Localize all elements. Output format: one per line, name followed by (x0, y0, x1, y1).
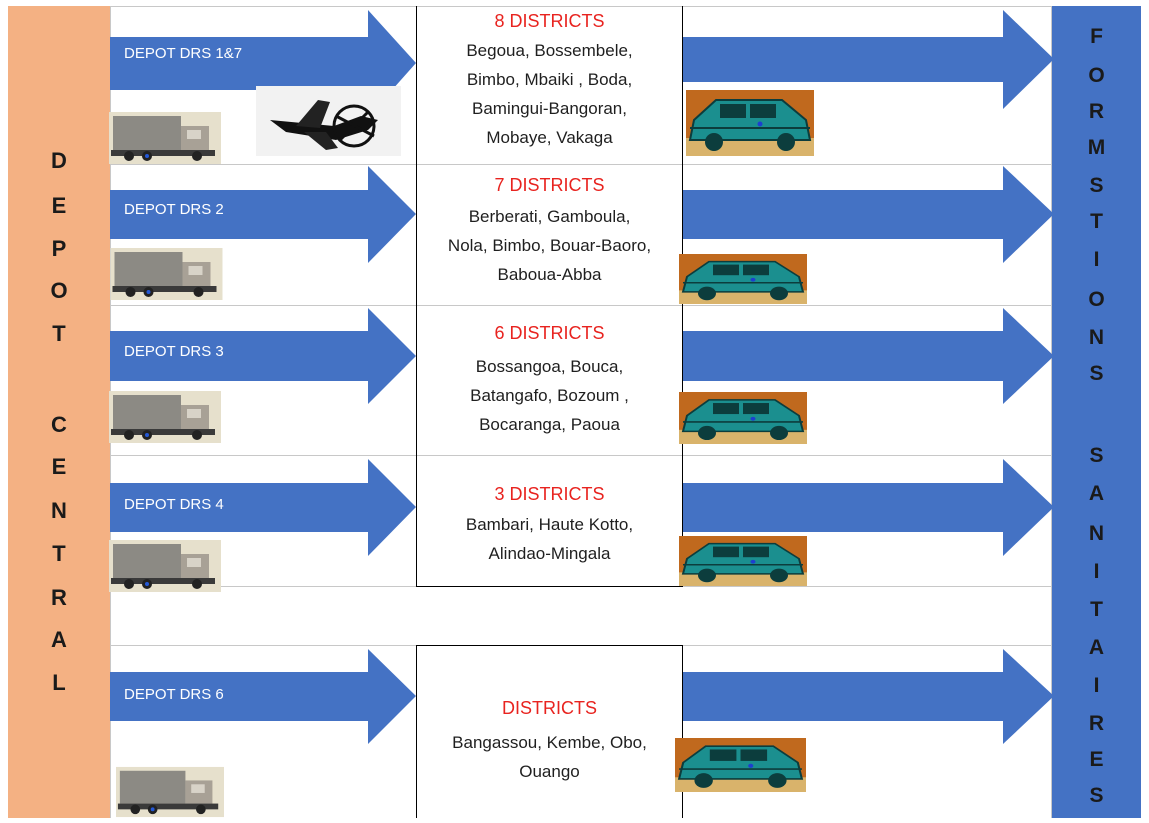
truck-icon (116, 766, 224, 823)
right-letter: O (1088, 288, 1105, 311)
district-arrow (683, 166, 1054, 263)
district-count-title: 8 DISTRICTS (494, 11, 605, 31)
right-letter: O (1088, 64, 1105, 87)
district-arrow (683, 10, 1054, 109)
left-letter: D (51, 148, 67, 173)
right-letter: N (1088, 326, 1105, 349)
depot-label-drs-2: DEPOT DRS 2 (124, 201, 224, 218)
district-line: Baboua-Abba (497, 265, 602, 284)
left-letter: O (50, 278, 68, 303)
district-line: Bossangoa, Bouca, (475, 357, 624, 376)
district-line: Begoua, Bossembele, (466, 41, 633, 60)
district-line: Berberati, Gamboula, (468, 207, 631, 226)
left-letter: C (51, 412, 67, 437)
left-letter: T (52, 321, 66, 346)
district-count-title: 6 DISTRICTS (494, 323, 605, 343)
right-letter: I (1093, 560, 1100, 583)
car-icon (679, 254, 807, 309)
truck-icon (109, 248, 224, 305)
right-letter: T (1090, 210, 1103, 233)
left-letter: A (51, 627, 67, 652)
district-line: Mobaye, Vakaga (486, 128, 613, 147)
depot-arrow (110, 10, 416, 117)
district-list: Bangassou, Kembe, Obo, Ouango (416, 728, 683, 786)
depot-central-banner: D E P O T C E N T R A L (8, 6, 110, 818)
left-letter: T (52, 541, 66, 566)
district-line: Bambari, Haute Kotto, (465, 515, 634, 534)
right-letter: A (1088, 636, 1105, 659)
district-count-title: 7 DISTRICTS (494, 175, 605, 195)
left-letter: L (52, 670, 66, 695)
district-box-drs6 (416, 645, 683, 818)
right-letter: T (1090, 598, 1103, 621)
grid-line (110, 164, 1052, 165)
left-letter: E (51, 454, 67, 479)
truck-icon (109, 391, 221, 448)
district-line: Bamingui-Bangoran, (472, 99, 627, 118)
left-letter: R (51, 585, 67, 610)
district-list: Bossangoa, Bouca, Batangafo, Bozoum , Bo… (416, 352, 683, 439)
formations-sanitaires-banner: F O R M S T I O N S S A N I T A I R E S (1052, 6, 1141, 818)
right-letter: R (1088, 712, 1105, 735)
right-letter: S (1089, 174, 1104, 197)
right-letter: S (1089, 444, 1104, 467)
depot-label-drs-4: DEPOT DRS 4 (124, 496, 224, 513)
right-letter: R (1088, 100, 1105, 123)
depot-arrow (110, 166, 416, 263)
depot-label-drs-1-7: DEPOT DRS 1&7 (124, 45, 243, 62)
depot-label-drs-6: DEPOT DRS 6 (124, 686, 224, 703)
right-letter: S (1089, 784, 1104, 807)
district-arrow (683, 308, 1054, 404)
district-line: Bangassou, Kembe, Obo, (452, 733, 647, 752)
district-box-border (416, 586, 683, 587)
right-letter: A (1088, 482, 1105, 505)
right-letter: I (1093, 674, 1100, 697)
district-count-title: DISTRICTS (501, 698, 597, 718)
car-icon (679, 536, 807, 591)
district-list: Bambari, Haute Kotto, Alindao-Mingala (416, 510, 683, 568)
district-line: Bocaranga, Paoua (479, 415, 620, 434)
truck-icon (109, 540, 221, 597)
district-box-border (416, 645, 683, 646)
depot-arrow (110, 649, 416, 744)
left-letter: E (51, 193, 67, 218)
car-icon (675, 738, 806, 797)
depot-arrow (110, 459, 416, 556)
district-list: Begoua, Bossembele, Bimbo, Mbaiki , Boda… (416, 36, 683, 152)
district-list: Berberati, Gamboula, Nola, Bimbo, Bouar-… (416, 202, 683, 289)
district-arrow (683, 459, 1054, 556)
grid-line (110, 6, 1052, 7)
district-line: Alindao-Mingala (488, 544, 611, 563)
grid-line (110, 455, 1052, 456)
car-icon (686, 90, 814, 161)
left-letter: N (51, 498, 67, 523)
depot-label-drs-3: DEPOT DRS 3 (124, 343, 224, 360)
right-letter: F (1090, 25, 1103, 48)
grid-line (110, 305, 1052, 306)
district-line: Batangafo, Bozoum , (470, 386, 629, 405)
depot-arrow (110, 308, 416, 404)
district-count-title: 3 DISTRICTS (494, 484, 605, 504)
right-letter: E (1089, 748, 1104, 771)
right-letter: N (1088, 522, 1105, 545)
left-letter: P (51, 236, 67, 261)
district-line: Ouango (519, 762, 580, 781)
district-line: Nola, Bimbo, Bouar-Baoro, (447, 236, 652, 255)
right-letter: S (1089, 362, 1104, 385)
airplane-icon (256, 86, 401, 156)
district-arrow (683, 649, 1054, 744)
truck-icon (109, 112, 221, 169)
district-line: Bimbo, Mbaiki , Boda, (466, 70, 633, 89)
right-letter: I (1093, 248, 1100, 271)
right-letter: M (1087, 136, 1106, 159)
grid-line (1051, 6, 1052, 818)
car-icon (679, 392, 807, 449)
